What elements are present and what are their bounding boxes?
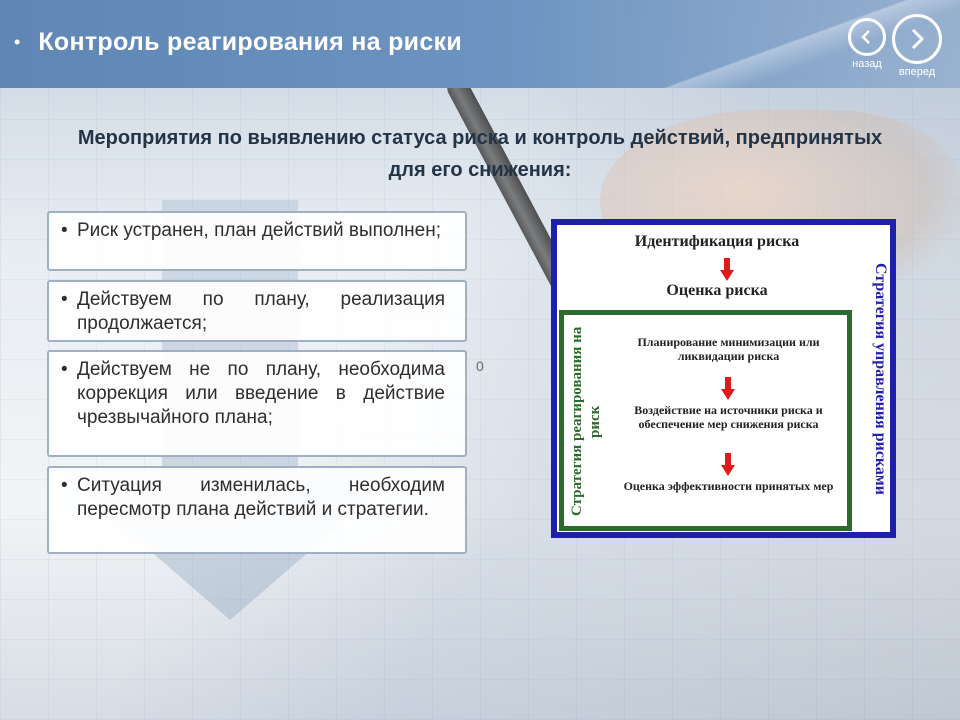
chevron-left-icon	[848, 18, 886, 56]
status-item-text: Действуем не по плану, необходима коррек…	[77, 359, 445, 428]
response-strategy-frame: Стратегия реагирования на риск Планирова…	[559, 310, 852, 531]
status-item-text: Риск устранен, план действий выполнен;	[77, 220, 441, 241]
list-bullet-icon: •	[61, 475, 68, 496]
arrow-down-icon	[721, 377, 735, 401]
list-bullet-icon: •	[61, 220, 68, 241]
arrow-down-icon	[720, 258, 734, 282]
status-item-box: • Ситуация изменилась, необходим пересмот…	[47, 466, 467, 554]
list-bullet-icon: •	[61, 289, 68, 310]
response-strategy-label: Стратегия реагирования на риск	[569, 326, 603, 517]
diagram-step-identification: Идентификация риска	[634, 233, 800, 250]
status-item-box: • Действуем не по плану, необходима корре…	[47, 350, 467, 457]
nav-forward-label: вперед	[898, 66, 936, 78]
management-strategy-label: Стратегия управления рисками	[872, 262, 889, 495]
status-item-box: • Действуем по плану, реализация продолжа…	[47, 280, 467, 342]
status-item-box: • Риск устранен, план действий выполнен;	[47, 211, 467, 271]
nav-forward-button[interactable]: вперед	[892, 14, 942, 78]
slide-title: Контроль реагирования на риски	[38, 28, 463, 56]
chevron-right-icon	[892, 14, 942, 64]
diagram-step-assessment: Оценка риска	[666, 282, 768, 299]
diagram-step-action: Воздействие на источники риска и обеспеч…	[634, 403, 823, 431]
slide-subtitle: Мероприятия по выявлению статуса риска и…	[77, 127, 883, 181]
risk-management-diagram: Идентификация риска Оценка риска Стратег…	[551, 219, 896, 538]
stray-mark: 0	[476, 358, 484, 374]
title-row: • Контроль реагирования на риски	[14, 28, 462, 57]
list-bullet-icon: •	[61, 359, 68, 380]
diagram-step-evaluation: Оценка эффективности принятых мер	[623, 479, 834, 493]
status-item-text: Действуем по плану, реализация продолжае…	[77, 289, 445, 334]
diagram-step-planning: Планирование минимизации или ликвидации …	[637, 335, 820, 363]
arrow-down-icon	[721, 453, 735, 477]
nav-back-button[interactable]: назад	[848, 18, 886, 70]
status-item-text: Ситуация изменилась, необходим пересмотр…	[77, 475, 445, 520]
title-bullet-icon: •	[14, 32, 21, 52]
header-band	[0, 0, 960, 88]
nav-back-label: назад	[852, 58, 882, 70]
